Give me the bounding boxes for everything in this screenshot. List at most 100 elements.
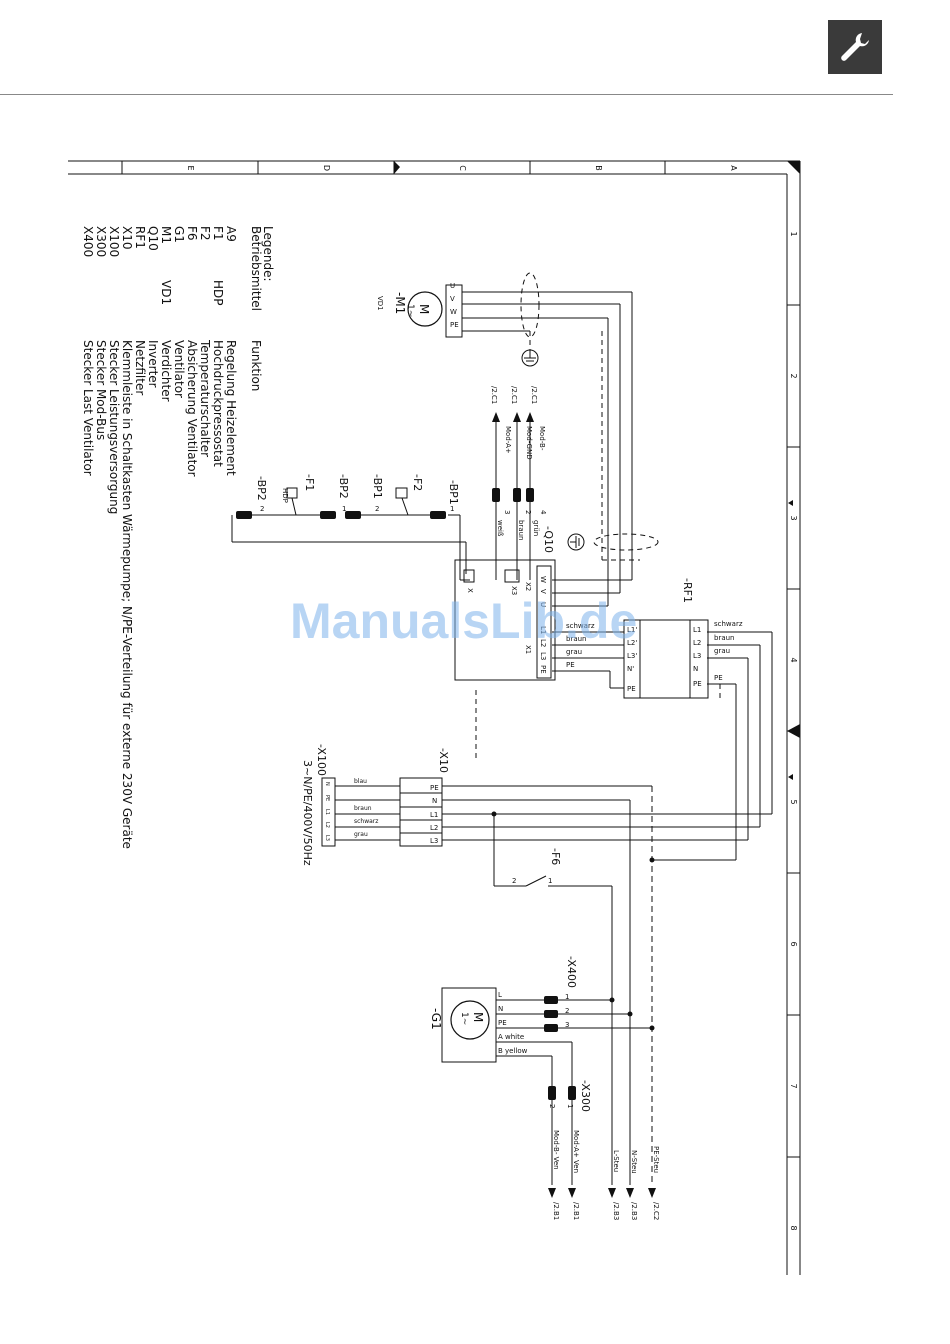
- rf1-out-pe: PE: [693, 680, 702, 688]
- x100-term-l3: L3: [324, 835, 330, 841]
- legend-desc-x100: Stecker Leistungsversorgung: [107, 340, 121, 514]
- rf1-color-grau-in: grau: [566, 648, 582, 656]
- x400-name: -X400: [565, 956, 578, 988]
- x100-term-l2: L2: [324, 822, 330, 828]
- legend-desc-f6: Absicherung Ventilator: [185, 340, 199, 477]
- frame-row-e: E: [186, 165, 195, 170]
- ref-n-steu-signal: N-Steu: [630, 1150, 638, 1174]
- q10-wire-gruen: grün: [532, 520, 540, 536]
- rf1-pe-in-label: PE: [566, 661, 575, 669]
- legend-desc-g1: Ventilator: [172, 340, 186, 398]
- frame-row-b: B: [594, 165, 603, 171]
- connector-x300: -X300 1 2: [548, 1080, 592, 1112]
- legend-id-x300: X300: [94, 226, 108, 257]
- f6-pin-1: 1: [548, 877, 552, 885]
- legend-sub-f1: HDP: [211, 280, 225, 306]
- x100-term-l1: L1: [324, 809, 330, 815]
- q10-term-l2: L2: [539, 639, 547, 647]
- rf1-out-l2: L2: [693, 639, 701, 647]
- legend-desc-a9: Regelung Heizelement: [224, 340, 238, 476]
- q10-x3: X3: [510, 586, 518, 595]
- ref-l-steu-signal: L-Steu: [612, 1150, 620, 1172]
- frame-col-1: 1: [789, 231, 798, 236]
- modbus-signal-b: Mod-B-: [538, 426, 546, 451]
- watermark: ManualsLib.de: [290, 593, 637, 649]
- legend-id-x10: X10: [120, 226, 134, 250]
- legend-id-x400: X400: [81, 226, 95, 257]
- rf1-color-braun-out: braun: [714, 634, 734, 642]
- q10-wire-weiss: weiß: [496, 520, 504, 537]
- frame-row-d: D: [322, 165, 331, 171]
- g1-motor-letter: M: [471, 1012, 485, 1022]
- legend-id-a9: A9: [224, 226, 238, 242]
- sensor-bp2-b: -BP2: [255, 476, 268, 501]
- legend-id-rf1: RF1: [133, 226, 147, 249]
- legend-id-m1: M1: [159, 226, 173, 244]
- frame-col-3: 3: [789, 515, 798, 520]
- rf1-in-l1: L1': [627, 626, 637, 634]
- g1-term-l: L: [498, 991, 502, 999]
- bp2-a-pin-1: 1: [342, 505, 346, 513]
- x100-term-n: N: [324, 782, 330, 786]
- modbus-ref-b: /2.C1: [530, 386, 538, 404]
- ground-symbols: [521, 349, 585, 551]
- q10-term-pe: PE: [539, 665, 547, 674]
- terminal-x10: -X10 PE N L1 L2 L3: [399, 748, 450, 847]
- connector-x400: -X400 1 2 3: [544, 956, 578, 1032]
- sensor-f2: -F2: [411, 474, 424, 491]
- q10-wire-braun: braun: [517, 520, 525, 540]
- sensor-chain: -BP1 -F2 -BP1 -BP2 -F1 -BP2 HDP 1 2 1 2: [236, 474, 460, 519]
- m1-motor-letter: M: [417, 304, 431, 314]
- m1-name: -M1: [393, 292, 407, 314]
- x100-wire-schwarz: schwarz: [354, 818, 378, 825]
- legend-desc-x300: Stecker Mod-Bus: [94, 340, 108, 440]
- ref-n-steu: /2.B3: [630, 1202, 638, 1220]
- frame-col-4: 4: [789, 657, 798, 662]
- legend-desc-x10: Klemmleiste in Schaltkasten Wärmepumpe; …: [120, 340, 134, 849]
- x10-term-l1: L1: [430, 811, 438, 819]
- ref-mod-a-ven-signal: Mod-A+ Ven: [572, 1130, 580, 1173]
- q10-pin-2: 2: [524, 510, 532, 514]
- x10-name: -X10: [437, 748, 450, 773]
- motor-m1-icon: [407, 291, 443, 327]
- q10-name: -Q10: [542, 526, 555, 553]
- sensor-bp2-a: -BP2: [337, 474, 350, 499]
- x300-pin-2: 2: [548, 1104, 556, 1108]
- modbus-refs: /2.C1 Mod-B- /2.C1 Mod-GND /2.C1 Mod-A+ …: [490, 386, 547, 540]
- f6-pin-2: 2: [512, 877, 516, 885]
- x300-name: -X300: [579, 1080, 592, 1112]
- frame-col-8: 8: [789, 1225, 798, 1230]
- rf1-color-braun-in: braun: [566, 635, 586, 643]
- x100-name: -X100: [315, 744, 328, 776]
- legend-id-f1: F1: [211, 226, 225, 241]
- bp2-b-pin-2: 2: [260, 505, 264, 513]
- x100-wire-blau: blau: [354, 778, 367, 785]
- frame-col-5: 5: [789, 799, 798, 804]
- bp1-b-pin-2: 2: [375, 505, 379, 513]
- x400-pin-3: 3: [565, 1021, 569, 1029]
- frame-col-2: 2: [789, 373, 798, 378]
- x10-term-l2: L2: [430, 824, 438, 832]
- g1-name: -G1: [429, 1008, 443, 1030]
- legend-desc-m1: Verdichter: [159, 340, 173, 402]
- x100-wire-grau: grau: [354, 831, 368, 838]
- legend-id-x100: X100: [107, 226, 121, 257]
- x400-pin-1: 1: [565, 993, 569, 1001]
- m1-term-v: V: [450, 295, 455, 303]
- m1-phase: 1~: [405, 304, 415, 317]
- rf1-out-n: N: [693, 665, 698, 673]
- m1-term-w: W: [450, 308, 457, 316]
- rf1-name: -RF1: [681, 578, 694, 603]
- x100-wire-braun: braun: [354, 805, 372, 812]
- g1-term-n: N: [498, 1005, 503, 1013]
- rf1-pe-out-label: PE: [714, 674, 723, 682]
- sensor-f1-sub: HDP: [281, 488, 289, 503]
- sensor-f1: -F1: [303, 474, 316, 491]
- legend-desc-f1: Hochdruckpressostat: [211, 340, 225, 467]
- g1-phase: 1~: [459, 1012, 469, 1025]
- q10-x2: X2: [524, 582, 532, 591]
- frame-col-6: 6: [789, 941, 798, 946]
- x100-spec: 3~N/PE/400V/50Hz: [301, 760, 314, 866]
- legend-id-g1: G1: [172, 226, 186, 243]
